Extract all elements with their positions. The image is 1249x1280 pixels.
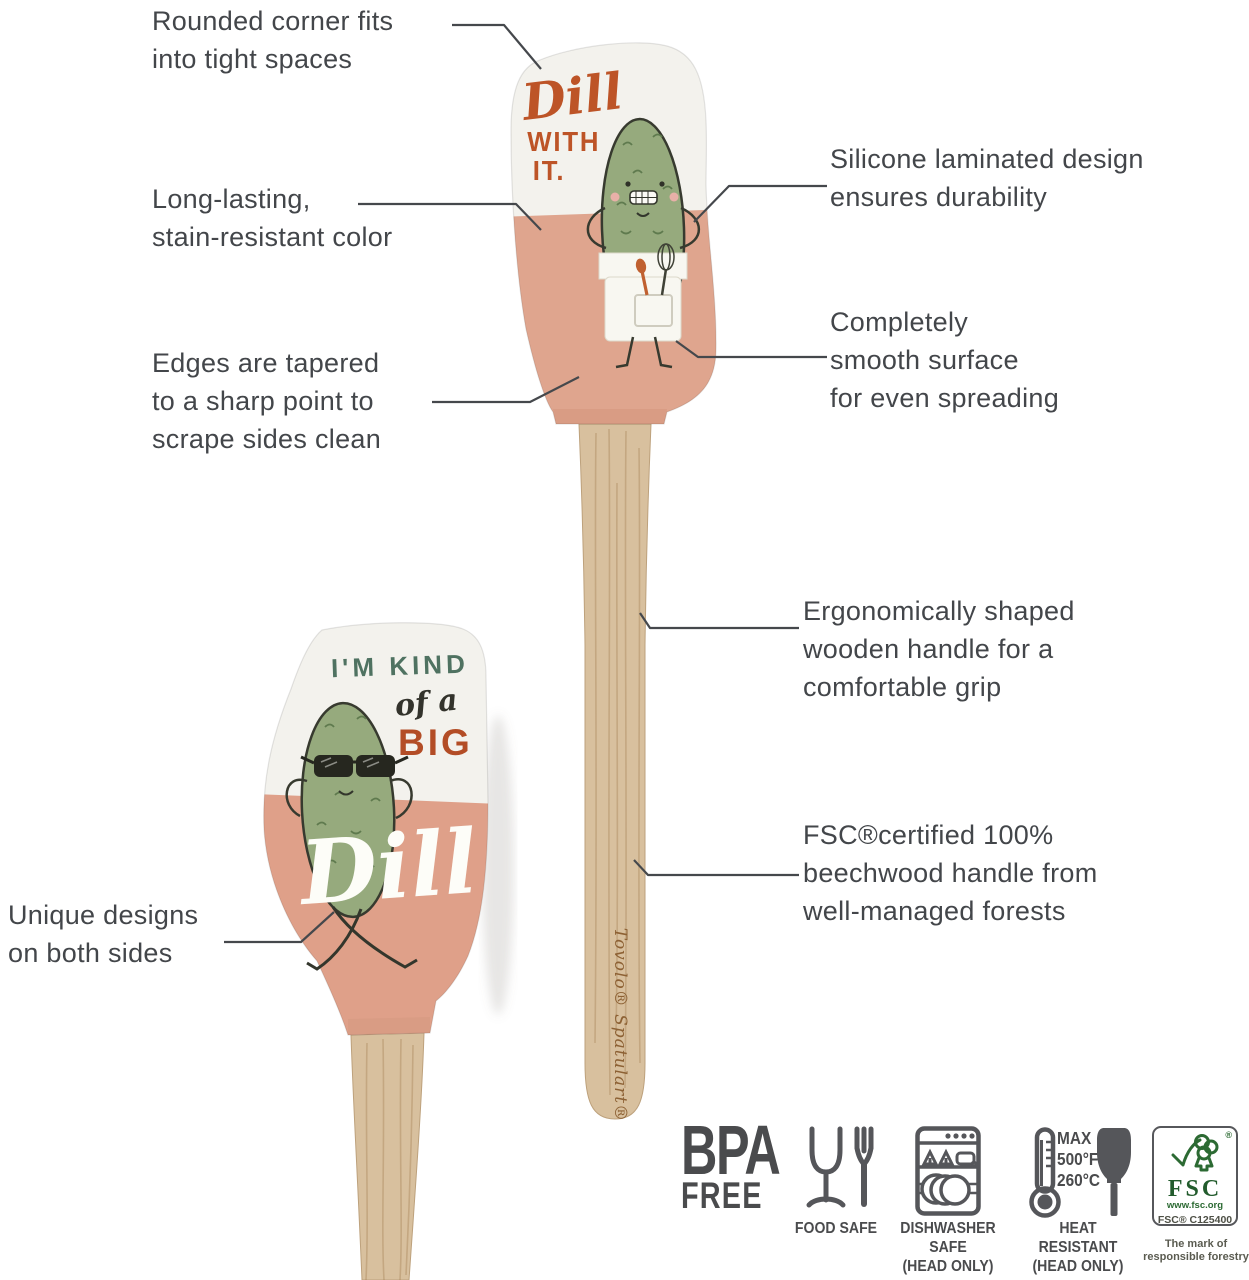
heat-resistant-label: HEAT RESISTANT (HEAD ONLY) (1032, 1220, 1124, 1275)
glassware (921, 1148, 978, 1168)
whisk-icon (657, 243, 675, 296)
fork-icon (854, 1126, 874, 1207)
pickle-character-sunglasses (285, 701, 418, 971)
bpa-free-badge: BPA FREE (681, 1111, 818, 1216)
bpa-text: BPA (681, 1111, 781, 1189)
bottom-head-word-big: BIG (398, 722, 473, 763)
bottom-head-word-imkind: I'M KIND (330, 648, 469, 683)
top-head-word-dill: Dill (517, 61, 626, 132)
head-shadow (482, 715, 514, 1015)
wood-grain (594, 428, 641, 1096)
callout-tapered-edges: Edges are tapered to a sharp point to sc… (152, 348, 382, 454)
fsc-tree-icon (1171, 1134, 1219, 1172)
bottom-spatula-handle (350, 1032, 425, 1280)
top-spatula-handle: Tovolo® Spatulart® (578, 423, 652, 1122)
callout-ergonomic: Ergonomically shaped wooden handle for a… (803, 596, 1075, 702)
callout-rounded-corner: Rounded corner fits into tight spaces (152, 6, 394, 74)
callout-smooth-surface: Completely smooth surface for even sprea… (830, 307, 1060, 413)
pickle-character-apron (586, 117, 700, 369)
pickle-legs-crossed (306, 906, 418, 971)
free-text: FREE (681, 1175, 763, 1216)
dishwasher-safe-label: DISHWASHER SAFE (HEAD ONLY) (900, 1220, 996, 1275)
sunglasses-icon (300, 755, 409, 777)
spatula-silhouette-icon (1097, 1128, 1131, 1216)
fsc-url: www.fsc.org (1166, 1200, 1224, 1211)
pickle-teeth (629, 190, 658, 205)
fsc-certification-badge: ® FSC www.fsc.org FSC® C125400 (1152, 1126, 1238, 1226)
bottom-spatula-illustration: I'M KIND of a BIG (263, 622, 514, 1280)
pickle-apron (598, 243, 688, 342)
fsc-tagline: The mark of responsible forestry (1143, 1238, 1249, 1263)
food-safe-label: FOOD SAFE (794, 1220, 878, 1237)
fsc-logo-text: FSC (1167, 1176, 1223, 1202)
dishwasher-safe-icon (915, 1126, 981, 1216)
callout-fsc-certified: FSC®certified 100% beechwood handle from… (803, 820, 1098, 926)
callout-silicone: Silicone laminated design ensures durabi… (830, 144, 1144, 212)
bottom-spatula-head: I'M KIND of a BIG (263, 622, 489, 1036)
fsc-cert-number: FSC® C125400 (1157, 1214, 1233, 1226)
wood-grain (365, 1038, 414, 1280)
bottom-head-word-ofa: of a (393, 683, 459, 724)
bottom-head-word-dill: Dill (294, 809, 480, 925)
top-head-word-with: WITH (527, 126, 600, 157)
callout-unique-designs: Unique designs on both sides (8, 900, 199, 968)
spoon-icon (640, 270, 649, 296)
top-spatula-head: Dill WITH IT. (510, 42, 717, 425)
callout-stain-resistant: Long-lasting, stain-resistant color (152, 184, 393, 252)
handle-brand-engraving: Tovolo® Spatulart® (610, 928, 630, 1122)
registered-mark: ® (1225, 1130, 1232, 1140)
heat-rating-text: MAX 500°F 260°C (1057, 1128, 1100, 1190)
top-head-word-it: IT. (533, 155, 566, 186)
plates (920, 1173, 971, 1206)
pickle-legs (615, 336, 673, 369)
